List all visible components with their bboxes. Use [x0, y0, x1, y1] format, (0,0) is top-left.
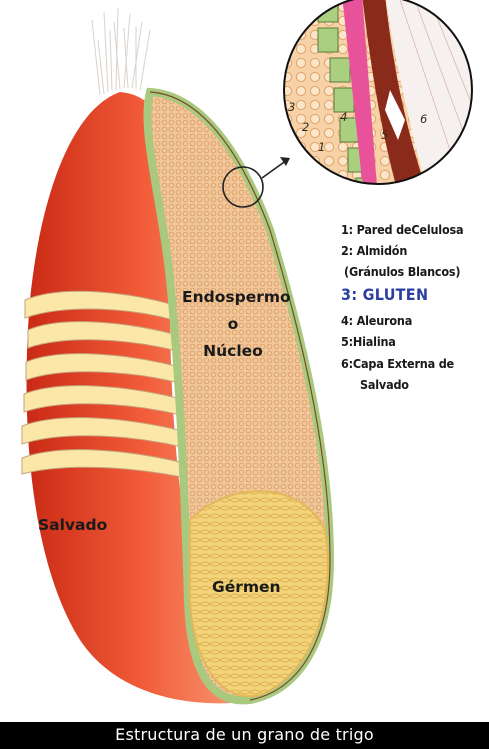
germ-label: Gérmen — [212, 574, 281, 601]
endosperm-label-line3: Núcleo — [182, 338, 284, 365]
zoom-pointer-arrow — [262, 160, 287, 178]
legend-item-2: 2: Almidón — [341, 243, 407, 258]
bran-label: Salvado — [38, 512, 107, 539]
caption-text: Estructura de un grano de trigo — [0, 725, 489, 744]
zoom-number-5: 5 — [381, 128, 388, 142]
endosperm-label-line1: Endospermo — [182, 284, 284, 311]
legend-item-2-detail: (Gránulos Blancos) — [344, 264, 460, 279]
legend-item-5: 5:Hialina — [341, 334, 396, 349]
legend-item-3-gluten: 3: GLUTEN — [341, 285, 428, 304]
zoom-number-2: 2 — [302, 120, 309, 134]
zoom-number-1: 1 — [318, 140, 325, 154]
zoom-number-4: 4 — [340, 110, 347, 124]
endosperm-label: Endospermo o Núcleo — [182, 284, 284, 365]
legend-item-1: 1: Pared deCelulosa — [341, 222, 463, 237]
zoom-number-6: 6 — [420, 112, 427, 126]
legend-item-4: 4: Aleurona — [341, 313, 412, 328]
brush-hairs — [92, 8, 150, 95]
endosperm-label-line2: o — [182, 311, 284, 338]
zoom-number-3: 3 — [288, 100, 295, 114]
legend-item-6-detail: Salvado — [360, 377, 409, 392]
legend-item-6: 6:Capa Externa de — [341, 356, 454, 371]
